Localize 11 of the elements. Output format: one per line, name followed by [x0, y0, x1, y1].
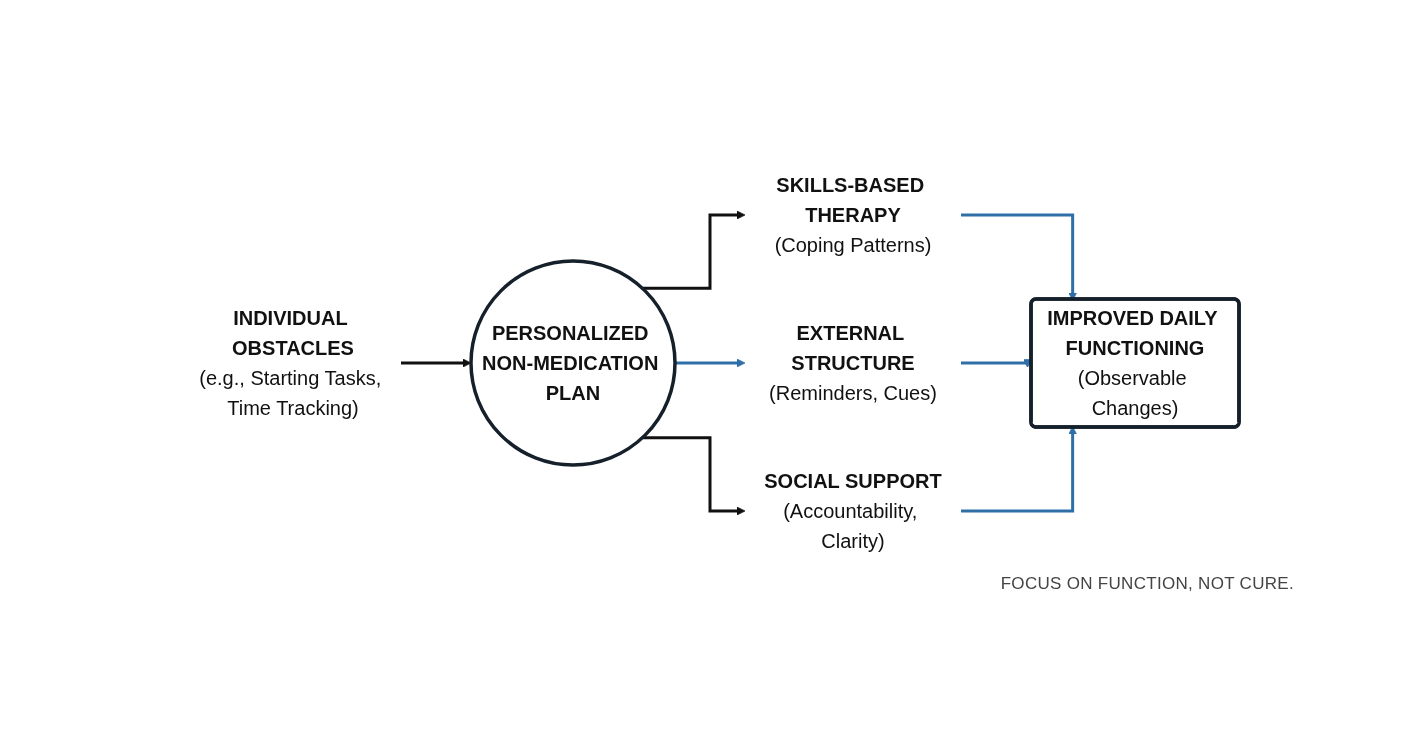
node-text: SKILLS-BASED THERAPY (Coping Patterns)	[774, 174, 932, 256]
node-circle: PERSONALIZED NON-MEDICATION PLAN	[469, 259, 677, 467]
caption: FOCUS ON FUNCTION, NOT CURE.	[1000, 574, 1294, 594]
arrow	[961, 359, 1032, 368]
arrow	[642, 436, 746, 516]
node-text: SOCIAL SUPPORT (Accountability, Clarity)	[764, 470, 942, 552]
arrow	[961, 426, 1078, 513]
node-text: EXTERNAL STRUCTURE (Reminders, Cues)	[769, 322, 937, 404]
arrow	[642, 210, 746, 290]
node-text: INDIVIDUAL OBSTACLES (e.g., Starting Tasks, Time Tracking)	[199, 307, 382, 419]
arrow	[401, 358, 472, 368]
